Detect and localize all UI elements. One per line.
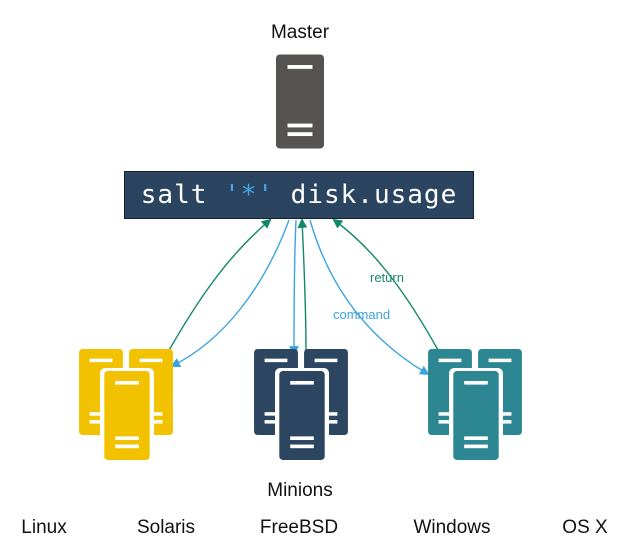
- os-label-windows: Windows: [413, 517, 491, 538]
- os-label-linux: Linux: [21, 517, 67, 538]
- os-label-solaris: Solaris: [136, 517, 196, 538]
- master-label: Master: [270, 22, 330, 43]
- return-arrow-center: [297, 218, 308, 353]
- command-suffix: disk.usage: [274, 180, 458, 210]
- os-label-osx: OS X: [562, 517, 608, 538]
- command-arrow-left: [170, 219, 290, 367]
- command-label: command: [333, 307, 391, 322]
- command-arrow-right: [309, 219, 430, 375]
- minion-server-icon: [104, 371, 150, 460]
- minion-group-center: [254, 349, 348, 462]
- os-label-freebsd: FreeBSD: [259, 517, 339, 538]
- return-arrow-left: [167, 218, 272, 353]
- minion-group-left: [79, 349, 173, 462]
- command-prefix: salt: [140, 180, 225, 210]
- minion-server-icon: [453, 371, 499, 460]
- minion-group-right: [428, 349, 522, 462]
- minion-server-icon: [279, 371, 325, 460]
- command-box: salt '*' disk.usage: [124, 171, 474, 219]
- command-arrow-center: [289, 219, 299, 356]
- minions-label: Minions: [267, 480, 333, 501]
- return-arrow-right: [332, 218, 439, 351]
- command-target: '*': [224, 180, 275, 210]
- master-server-icon: [276, 54, 324, 149]
- return-label: return: [370, 270, 404, 285]
